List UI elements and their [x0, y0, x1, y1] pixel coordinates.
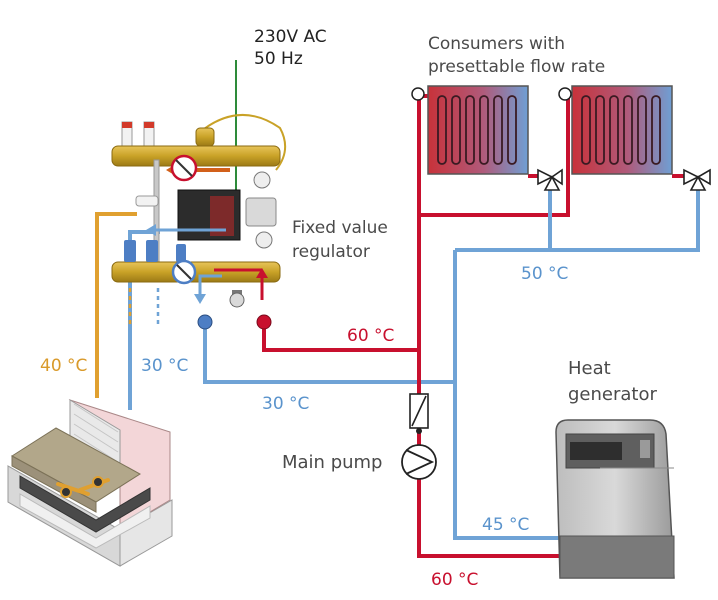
return-header-50: [455, 180, 700, 252]
regulator-line-2: regulator: [292, 242, 370, 262]
return-pipe-30: [203, 318, 455, 384]
power-frequency-text: 50 Hz: [254, 49, 303, 69]
underfloor-heating-icon: [7, 399, 173, 567]
pump-icon: [401, 393, 437, 480]
manifold-icon: [111, 114, 287, 330]
supply-pipe-60-mid: [262, 318, 419, 352]
temp-40-label: 40 °C: [40, 356, 88, 376]
thermostatic-valve-icon: [537, 168, 563, 191]
thermostatic-valve-icon: [683, 168, 711, 191]
consumers-label: Consumers with presettable flow rate: [428, 33, 605, 79]
consumers-line-2: presettable flow rate: [428, 57, 606, 77]
radiator-consumer-2: [558, 85, 673, 175]
heat-generator-line-2: generator: [568, 384, 657, 405]
regulator-label: Fixed value regulator: [292, 216, 388, 264]
consumers-line-1: Consumers with: [428, 34, 566, 54]
temp-30-left-label: 30 °C: [141, 356, 189, 376]
temp-50-label: 50 °C: [521, 264, 569, 284]
regulator-line-1: Fixed value: [292, 218, 388, 238]
temp-60-bottom-label: 60 °C: [431, 570, 479, 590]
supply-branch-consumer2: [419, 96, 570, 217]
main-supply-riser: [417, 96, 560, 558]
heat-generator-line-1: Heat: [568, 358, 611, 379]
temp-60-mid-label: 60 °C: [347, 326, 395, 346]
radiator-consumer-1: [411, 85, 529, 175]
heat-generator-label: Heat generator: [568, 356, 657, 408]
temp-45-label: 45 °C: [482, 515, 530, 535]
radiator-vent-icon: [558, 87, 572, 101]
boiler-icon: [555, 419, 675, 579]
power-voltage-text: 230V AC: [254, 27, 327, 47]
main-pump-label: Main pump: [282, 452, 383, 473]
power-label: 230V AC 50 Hz: [254, 26, 327, 70]
floor-supply-pipe: [95, 212, 137, 398]
temp-30-bottom-label: 30 °C: [262, 394, 310, 414]
radiator-vent-icon: [411, 87, 425, 101]
return-riser: [453, 250, 560, 540]
